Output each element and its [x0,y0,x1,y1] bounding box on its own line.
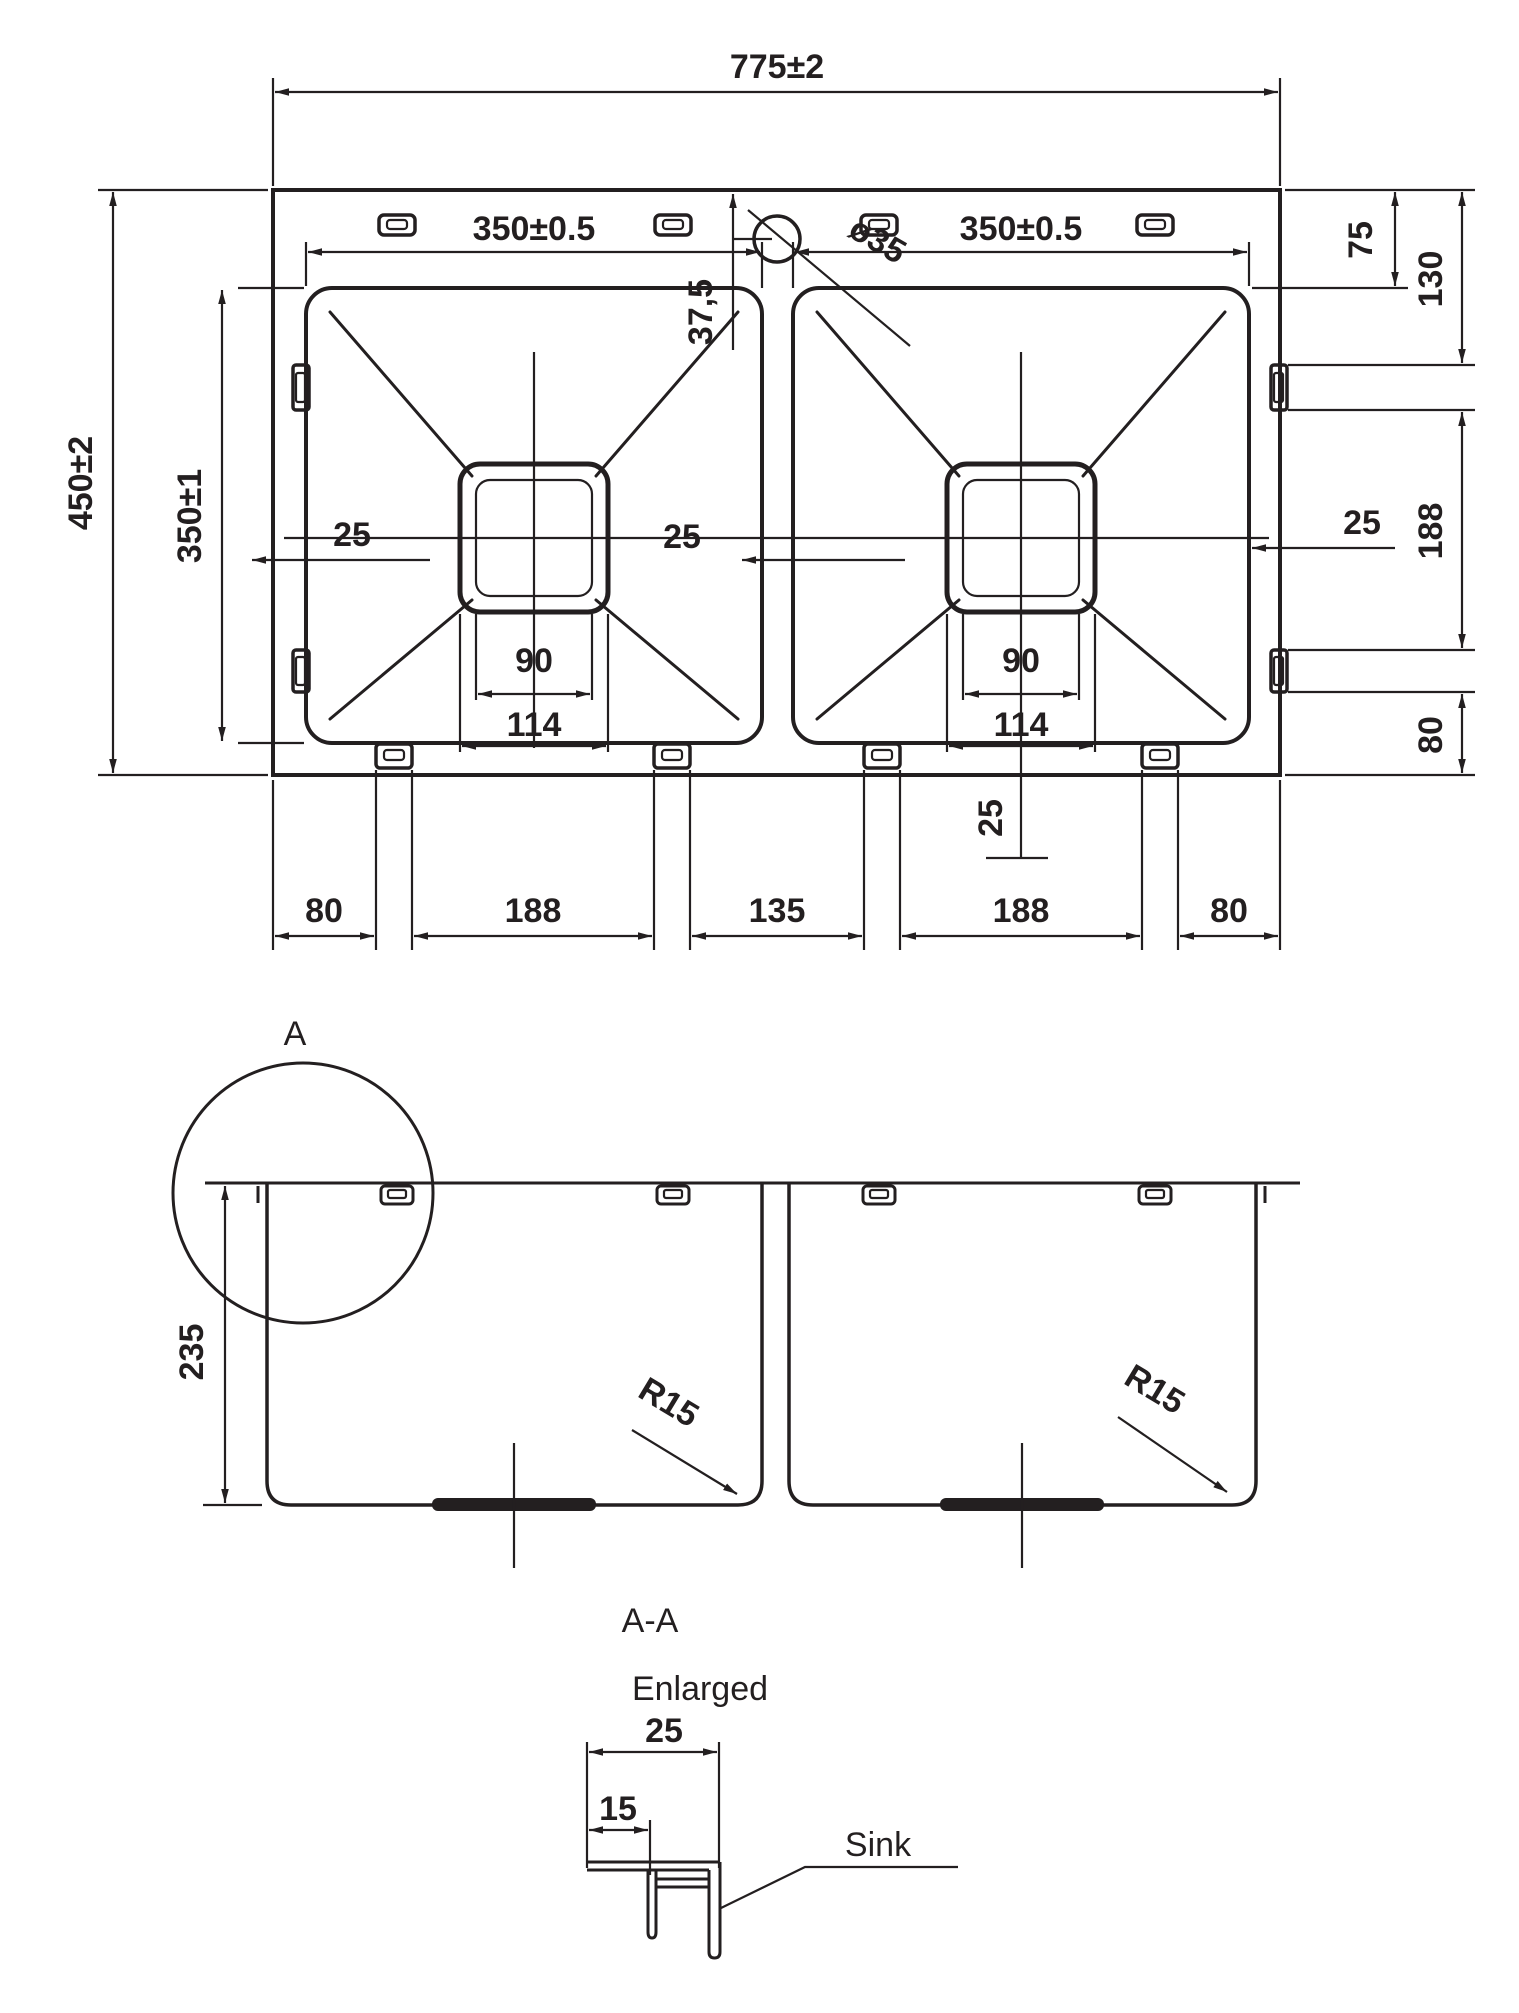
dim-rim-right-label: 25 [1343,504,1381,542]
mounting-tab-slot [661,218,685,231]
sink-label: Sink [845,1826,912,1864]
dim-bowl-depth-label: 350±1 [171,469,209,563]
radius-left-label: R15 [632,1370,705,1435]
mounting-tab [652,742,692,770]
radius-right-label: R15 [1118,1357,1191,1422]
dim-rims: 25 25 25 [252,504,1395,564]
dim-bowl-width-right-label: 350±0.5 [960,210,1083,248]
dim-overall-width: 775±2 [271,48,1282,186]
mounting-tab [653,213,693,237]
radius-callout-right: R15 [1117,1357,1228,1493]
chain-label-2: 135 [749,892,806,930]
sink-leader-line [720,1865,958,1909]
dim-drain-outer-left-label: 114 [507,706,562,744]
plan-view: ø35 37,5 [62,48,1475,950]
section-tabs [379,1184,1173,1206]
mounting-tab-slot [867,218,891,231]
rim-profile [587,1860,722,1960]
dim-section-depth-label: 235 [173,1324,211,1381]
side-clip-slot [294,371,307,404]
mounting-tab-slot [662,1188,684,1200]
bottom-tabs [374,742,1180,770]
dim-rim-left-label: 25 [333,516,371,554]
mounting-tab [1140,742,1180,770]
enlarged-detail: 25 15 Sink [585,1712,958,1960]
dim-clip-to-edge-label: 80 [1412,716,1450,754]
dim-edge-to-clip-label: 130 [1412,251,1450,308]
dim-bottom-chain: 80 188 135 188 80 [271,770,1282,950]
section-subtitle: Enlarged [632,1670,768,1708]
chain-label-4: 80 [1210,892,1248,930]
mounting-tab [655,1184,691,1206]
dim-right-chain: 75 130 188 80 [1252,188,1475,777]
mounting-tab [377,213,417,237]
dim-bowl-width-left-label: 350±0.5 [473,210,596,248]
mounting-tab-slot [868,1188,890,1200]
faucet-offset-label: 37,5 [682,279,720,345]
dim-lip-offset-label: 15 [599,1790,637,1828]
dim-drain-left: 90 114 [458,614,610,752]
faucet-leader-line [747,209,911,347]
chain-label-1: 188 [505,892,562,930]
mounting-tab-slot [382,748,406,762]
mounting-tab-slot [1143,218,1167,231]
mounting-tab-slot [1148,748,1172,762]
mounting-tab [862,742,902,770]
mounting-tab-slot [385,218,409,231]
side-clips [291,363,1289,694]
section-view: A 235 R15 R15 A-A Enlarged [171,1015,1300,1708]
drain-offset-label: 25 [972,799,1010,837]
radius-callout-left: R15 [631,1370,738,1495]
side-clip-slot [1272,371,1285,404]
sink-outer-edge [271,188,1282,777]
dim-drain-right: 90 114 [945,614,1097,752]
mounting-tab [1137,1184,1173,1206]
detail-circle-A [171,1061,435,1325]
mounting-tab-slot [386,1188,408,1200]
dim-clip-spacing-label: 188 [1412,503,1450,560]
mounting-tab [1135,213,1175,237]
faucet-diameter-label: ø35 [843,209,913,271]
top-tabs [377,213,1175,237]
dim-overall-width-label: 775±2 [730,48,824,86]
dim-bowl-widths: 350±0.5 350±0.5 [304,210,1251,286]
dim-rim-divider-label: 25 [663,518,701,556]
dim-overall-depth: 450±2 [62,188,268,777]
dim-drain-inner-right-label: 90 [1002,642,1040,680]
mounting-tab [861,1184,897,1206]
side-clip-slot [1272,655,1285,687]
drain-right-inner [961,478,1081,598]
side-clip [291,648,311,694]
dim-overall-depth-label: 450±2 [62,436,100,530]
drain-right-outer [944,461,1098,615]
dim-section-depth: 235 [173,1186,262,1507]
drain-left-inner [474,478,594,598]
chain-label-0: 80 [305,892,343,930]
detail-marker-label: A [284,1015,307,1053]
mounting-tab-slot [1144,1188,1166,1200]
dim-drain-inner-left-label: 90 [515,642,553,680]
side-clip-slot [294,655,307,687]
section-title: A-A [622,1602,679,1640]
drain-left-outer [457,461,611,615]
mounting-tab [374,742,414,770]
mounting-tab [859,213,899,237]
side-clip [1269,648,1289,694]
side-clip [1269,363,1289,412]
bowl-diagonals [328,310,1227,721]
mounting-tab [379,1184,415,1206]
chain-label-3: 188 [993,892,1050,930]
dim-edge-to-bowl-label: 75 [1342,221,1380,259]
mounting-tab-slot [870,748,894,762]
dim-bowl-depth: 350±1 [171,286,304,745]
mounting-tab-slot [660,748,684,762]
side-clip [291,363,311,412]
dim-rim-width-label: 25 [645,1712,683,1750]
dim-drain-outer-right-label: 114 [994,706,1049,744]
